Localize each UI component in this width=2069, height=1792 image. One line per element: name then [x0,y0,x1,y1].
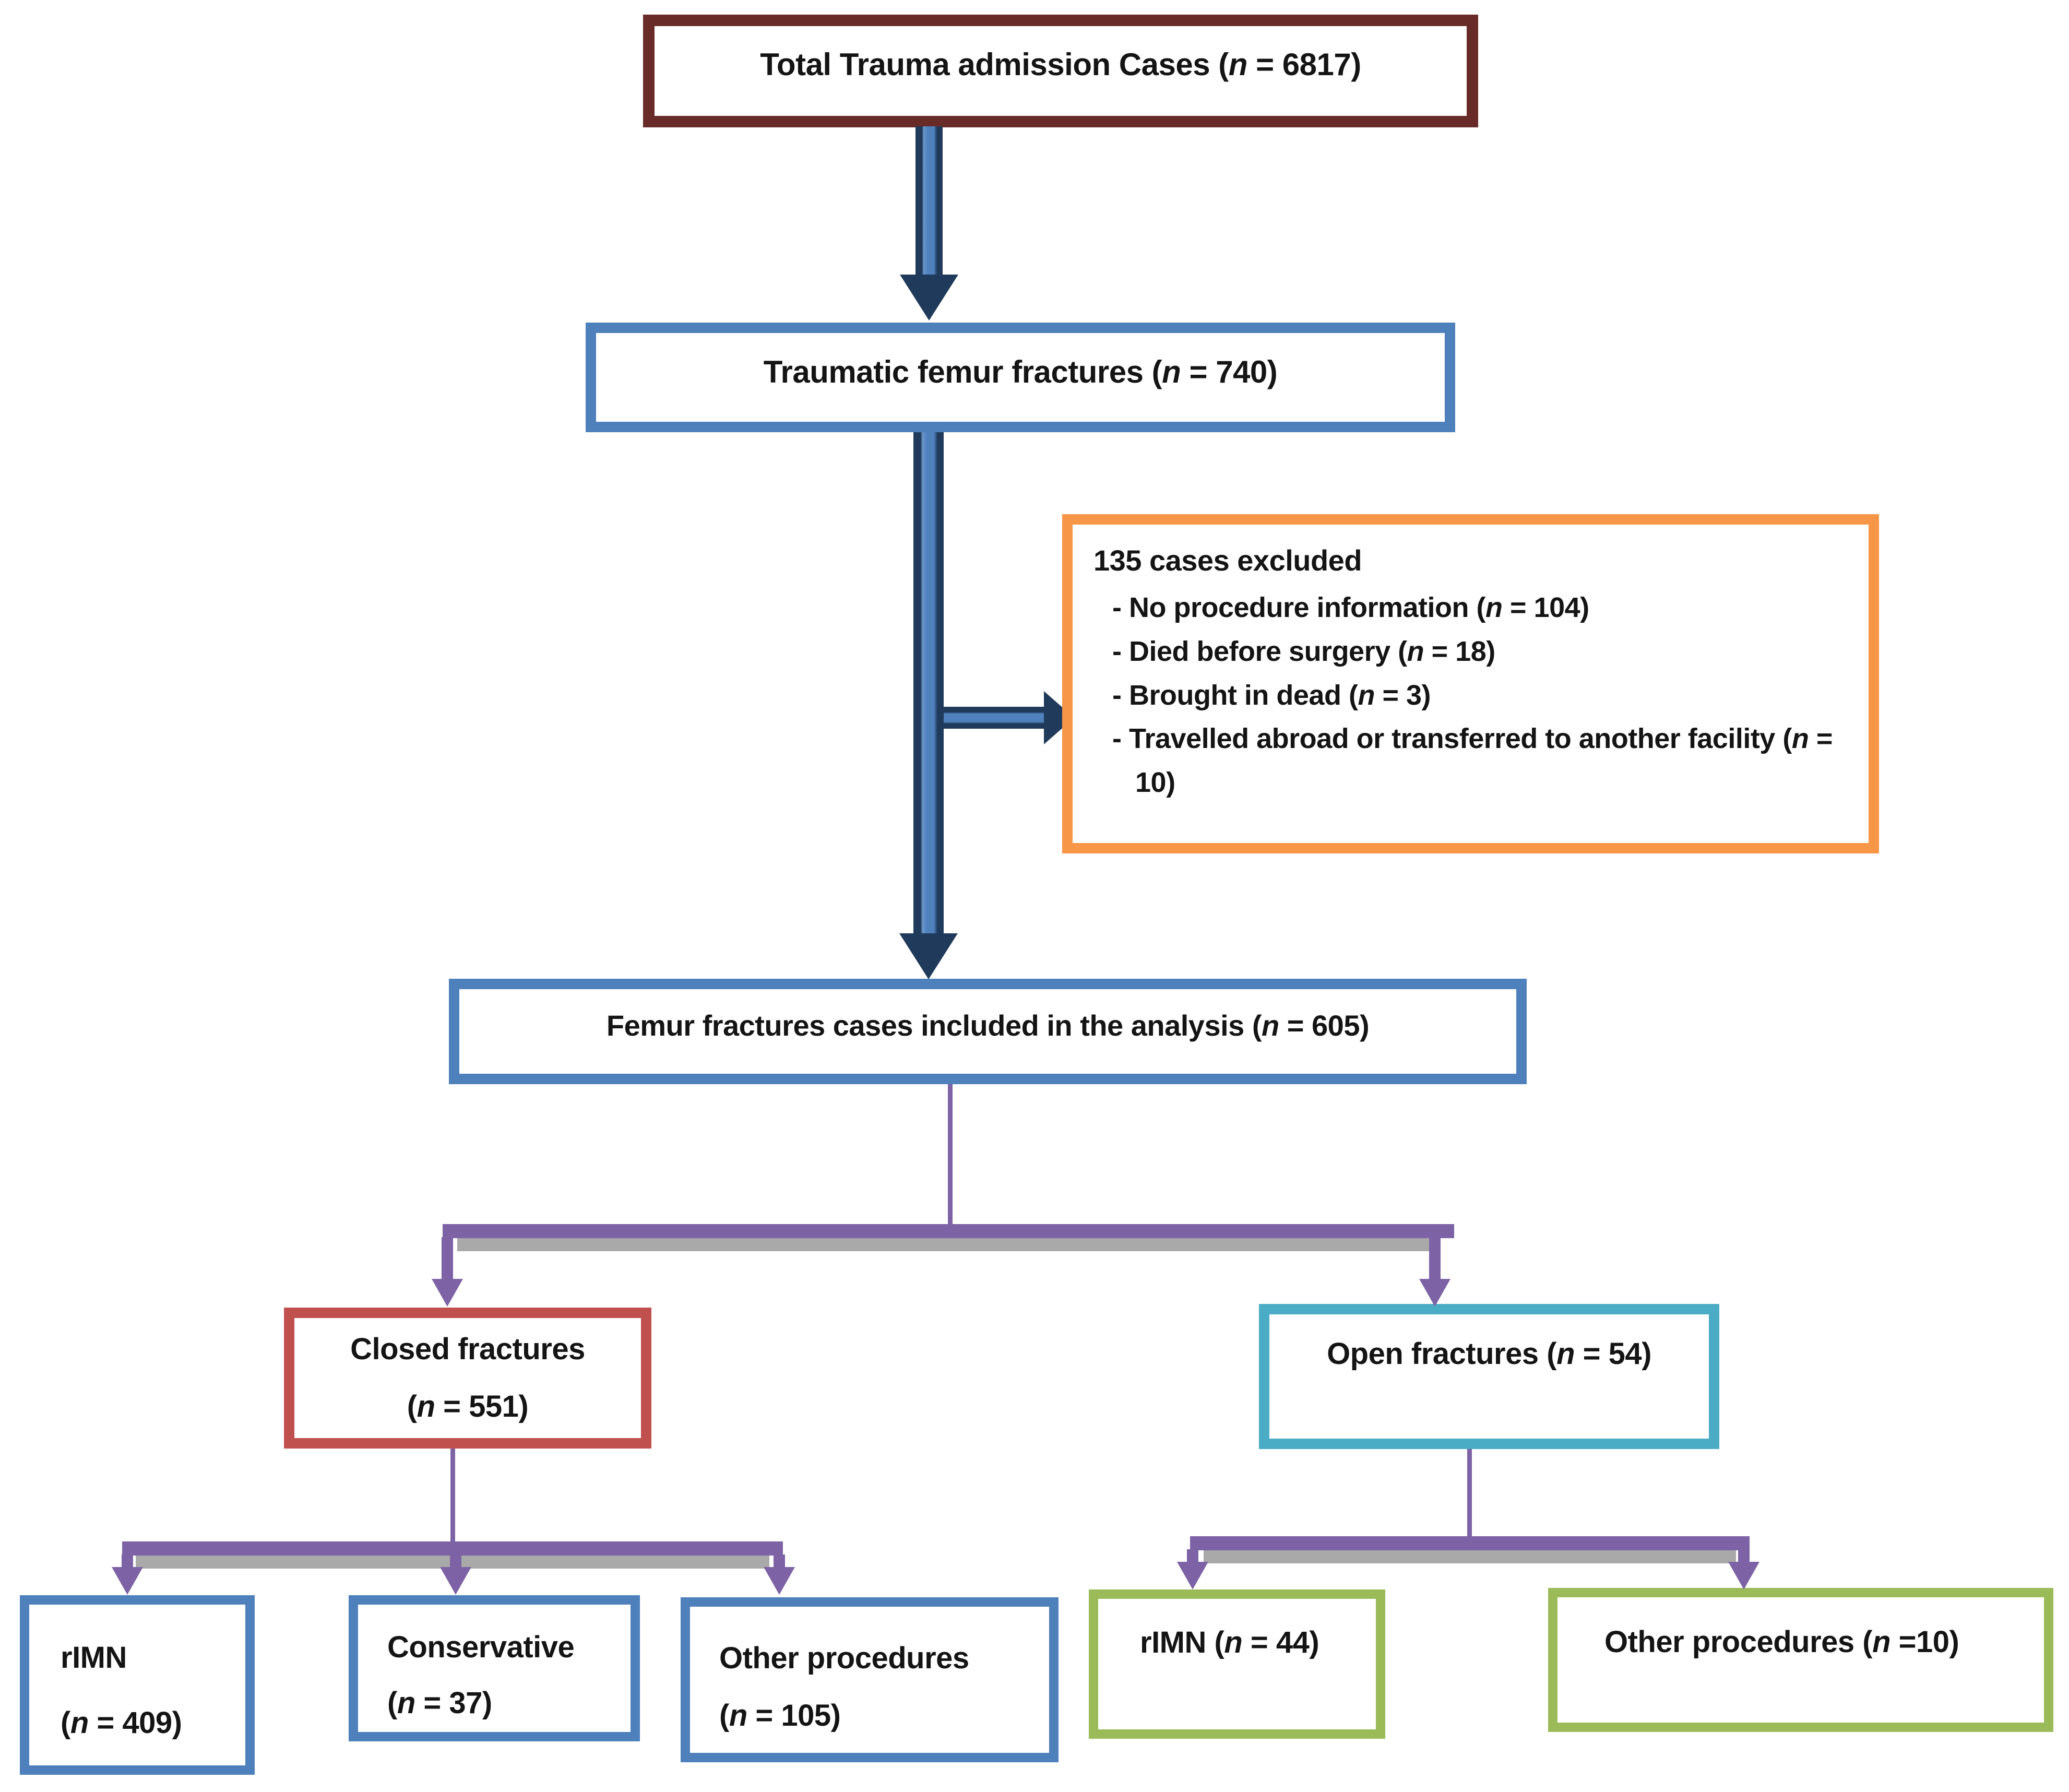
connector-closed-down-line [450,1449,455,1542]
box-open-fractures: Open fractures (n = 54) [1259,1304,1719,1449]
box-closed-rimn-line1: rIMN [61,1641,127,1675]
box-open-rimn-label: rIMN (n = 44) [1140,1625,1319,1659]
connector-split2-right-stem [774,1554,785,1567]
box-closed-other-line1: Other procedures [719,1641,969,1675]
box-included: Femur fractures cases included in the an… [449,979,1527,1084]
connector-split3-bar [1190,1536,1750,1550]
box-traumatic-femur-label: Traumatic femur fractures (n = 740) [763,354,1278,389]
arrow-to-excluded-shaft [944,707,1044,729]
box-closed-other: Other procedures (n = 105) [681,1597,1059,1762]
arrow-to-open-other-icon [1728,1562,1759,1589]
box-open-other-label: Other procedures (n =10) [1604,1625,1959,1659]
connector-open-down-line [1467,1449,1472,1537]
box-closed-rimn-line2: (n = 409) [61,1705,182,1740]
connector-split1-right-stem [1429,1237,1441,1279]
box-excluded: 135 cases excluded - No procedure inform… [1062,514,1879,853]
box-closed-rimn: rIMN (n = 409) [20,1595,255,1775]
connector-split3-left-stem [1187,1549,1198,1563]
excluded-item-brought-dead: - Brought in dead (n = 3) [1112,679,1431,711]
box-closed-other-line2: (n = 105) [719,1699,841,1733]
arrow-to-open-icon [1419,1279,1450,1307]
box-closed-line2: (n = 551) [407,1390,529,1423]
arrow-to-closed-rimn-icon [112,1567,143,1595]
box-included-label: Femur fractures cases included in the an… [606,1008,1370,1042]
connector-split1-left-stem [442,1237,453,1279]
box-open-other: Other procedures (n =10) [1548,1588,2053,1732]
connector-split2-left-stem [122,1554,133,1567]
box-open-label: Open fractures (n = 54) [1327,1337,1651,1371]
excluded-item-died: - Died before surgery (n = 18) [1112,636,1495,668]
connector-split1-bar-shadow [457,1238,1438,1251]
connector-split3-right-stem [1738,1549,1750,1563]
arrow-total-to-traumatic-shaft [915,126,943,276]
arrow-to-open-rimn-icon [1177,1562,1208,1589]
box-closed-fractures: Closed fractures (n = 551) [284,1308,651,1449]
arrow-to-conservative-icon [440,1567,471,1595]
arrow-to-closed-icon [432,1279,463,1307]
box-closed-line1: Closed fractures [350,1332,585,1366]
connector-split3-bar-shadow [1204,1550,1736,1563]
box-conservative: Conservative (n = 37) [349,1595,640,1741]
connector-split2-bar [122,1541,783,1556]
arrow-traumatic-to-included-head-icon [899,933,958,979]
box-open-rimn: rIMN (n = 44) [1089,1589,1385,1739]
excluded-item-no-procedure: - No procedure information (n = 104) [1112,592,1589,624]
box-total-trauma: Total Trauma admission Cases (n = 6817) [643,15,1478,127]
connector-included-down-line [948,1084,953,1225]
excluded-title: 135 cases excluded [1093,544,1362,577]
arrow-traumatic-to-included-shaft [913,432,944,934]
arrow-total-to-traumatic-head-icon [900,275,958,321]
connector-split2-mid-stem [450,1554,461,1567]
box-conservative-line2: (n = 37) [387,1686,492,1720]
arrow-to-closed-other-icon [764,1567,795,1595]
box-traumatic-femur: Traumatic femur fractures (n = 740) [586,323,1455,432]
excluded-item-travelled: - Travelled abroad or transferred to ano… [1112,723,1833,799]
box-conservative-line1: Conservative [387,1630,575,1664]
box-total-trauma-label: Total Trauma admission Cases (n = 6817) [760,46,1361,82]
connector-split1-bar [443,1224,1454,1238]
